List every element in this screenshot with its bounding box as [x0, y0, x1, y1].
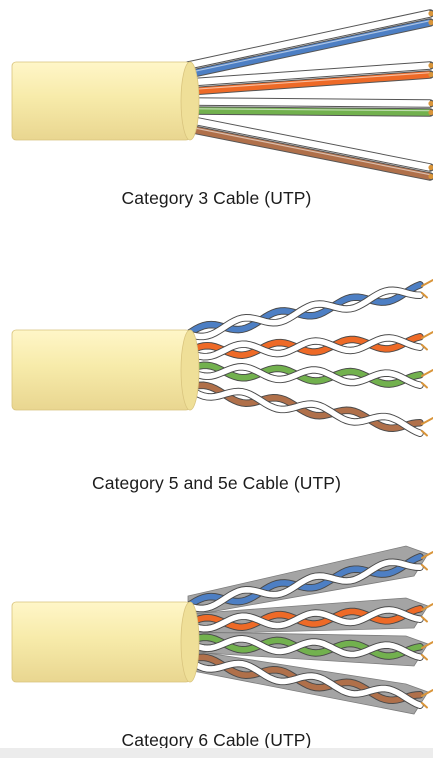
cat5-cable-illustration: [11, 279, 433, 437]
twisted-pair-orange: [184, 603, 433, 633]
cat6-diagram: Category 6 Cable (UTP): [0, 540, 433, 758]
bottom-band: [0, 748, 433, 758]
twisted-pair-orange: [184, 331, 433, 361]
twisted-pair-brown: [184, 653, 433, 709]
twisted-pair-brown: [184, 381, 433, 437]
twisted-pair-blue: [184, 551, 433, 613]
cat6-jacket: [11, 601, 191, 683]
cat5-diagram: Category 5 and 5e Cable (UTP): [0, 268, 433, 498]
cat6-jacket-end: [180, 601, 200, 683]
cat6-cable-illustration: [11, 545, 433, 715]
twisted-pair-green: [184, 361, 433, 389]
wire-pair-green: [183, 97, 433, 117]
cat6-caption: Category 6 Cable (UTP): [121, 730, 312, 750]
cat3-jacket: [11, 61, 191, 141]
cat3-diagram: Category 3 Cable (UTP): [0, 0, 433, 208]
twisted-pair-blue: [184, 279, 433, 341]
cat3-cable-illustration: [11, 9, 433, 181]
cat5-jacket-end: [180, 329, 200, 411]
wire-pair-brown: [183, 115, 433, 181]
wire-pair-orange: [183, 61, 433, 96]
cat3-jacket-end: [180, 61, 200, 141]
wire-pair-blue: [183, 9, 433, 79]
cat5-caption: Category 5 and 5e Cable (UTP): [92, 473, 341, 493]
twisted-pair-green: [184, 633, 433, 661]
cat3-caption: Category 3 Cable (UTP): [121, 188, 312, 208]
cat5-jacket: [11, 329, 191, 411]
